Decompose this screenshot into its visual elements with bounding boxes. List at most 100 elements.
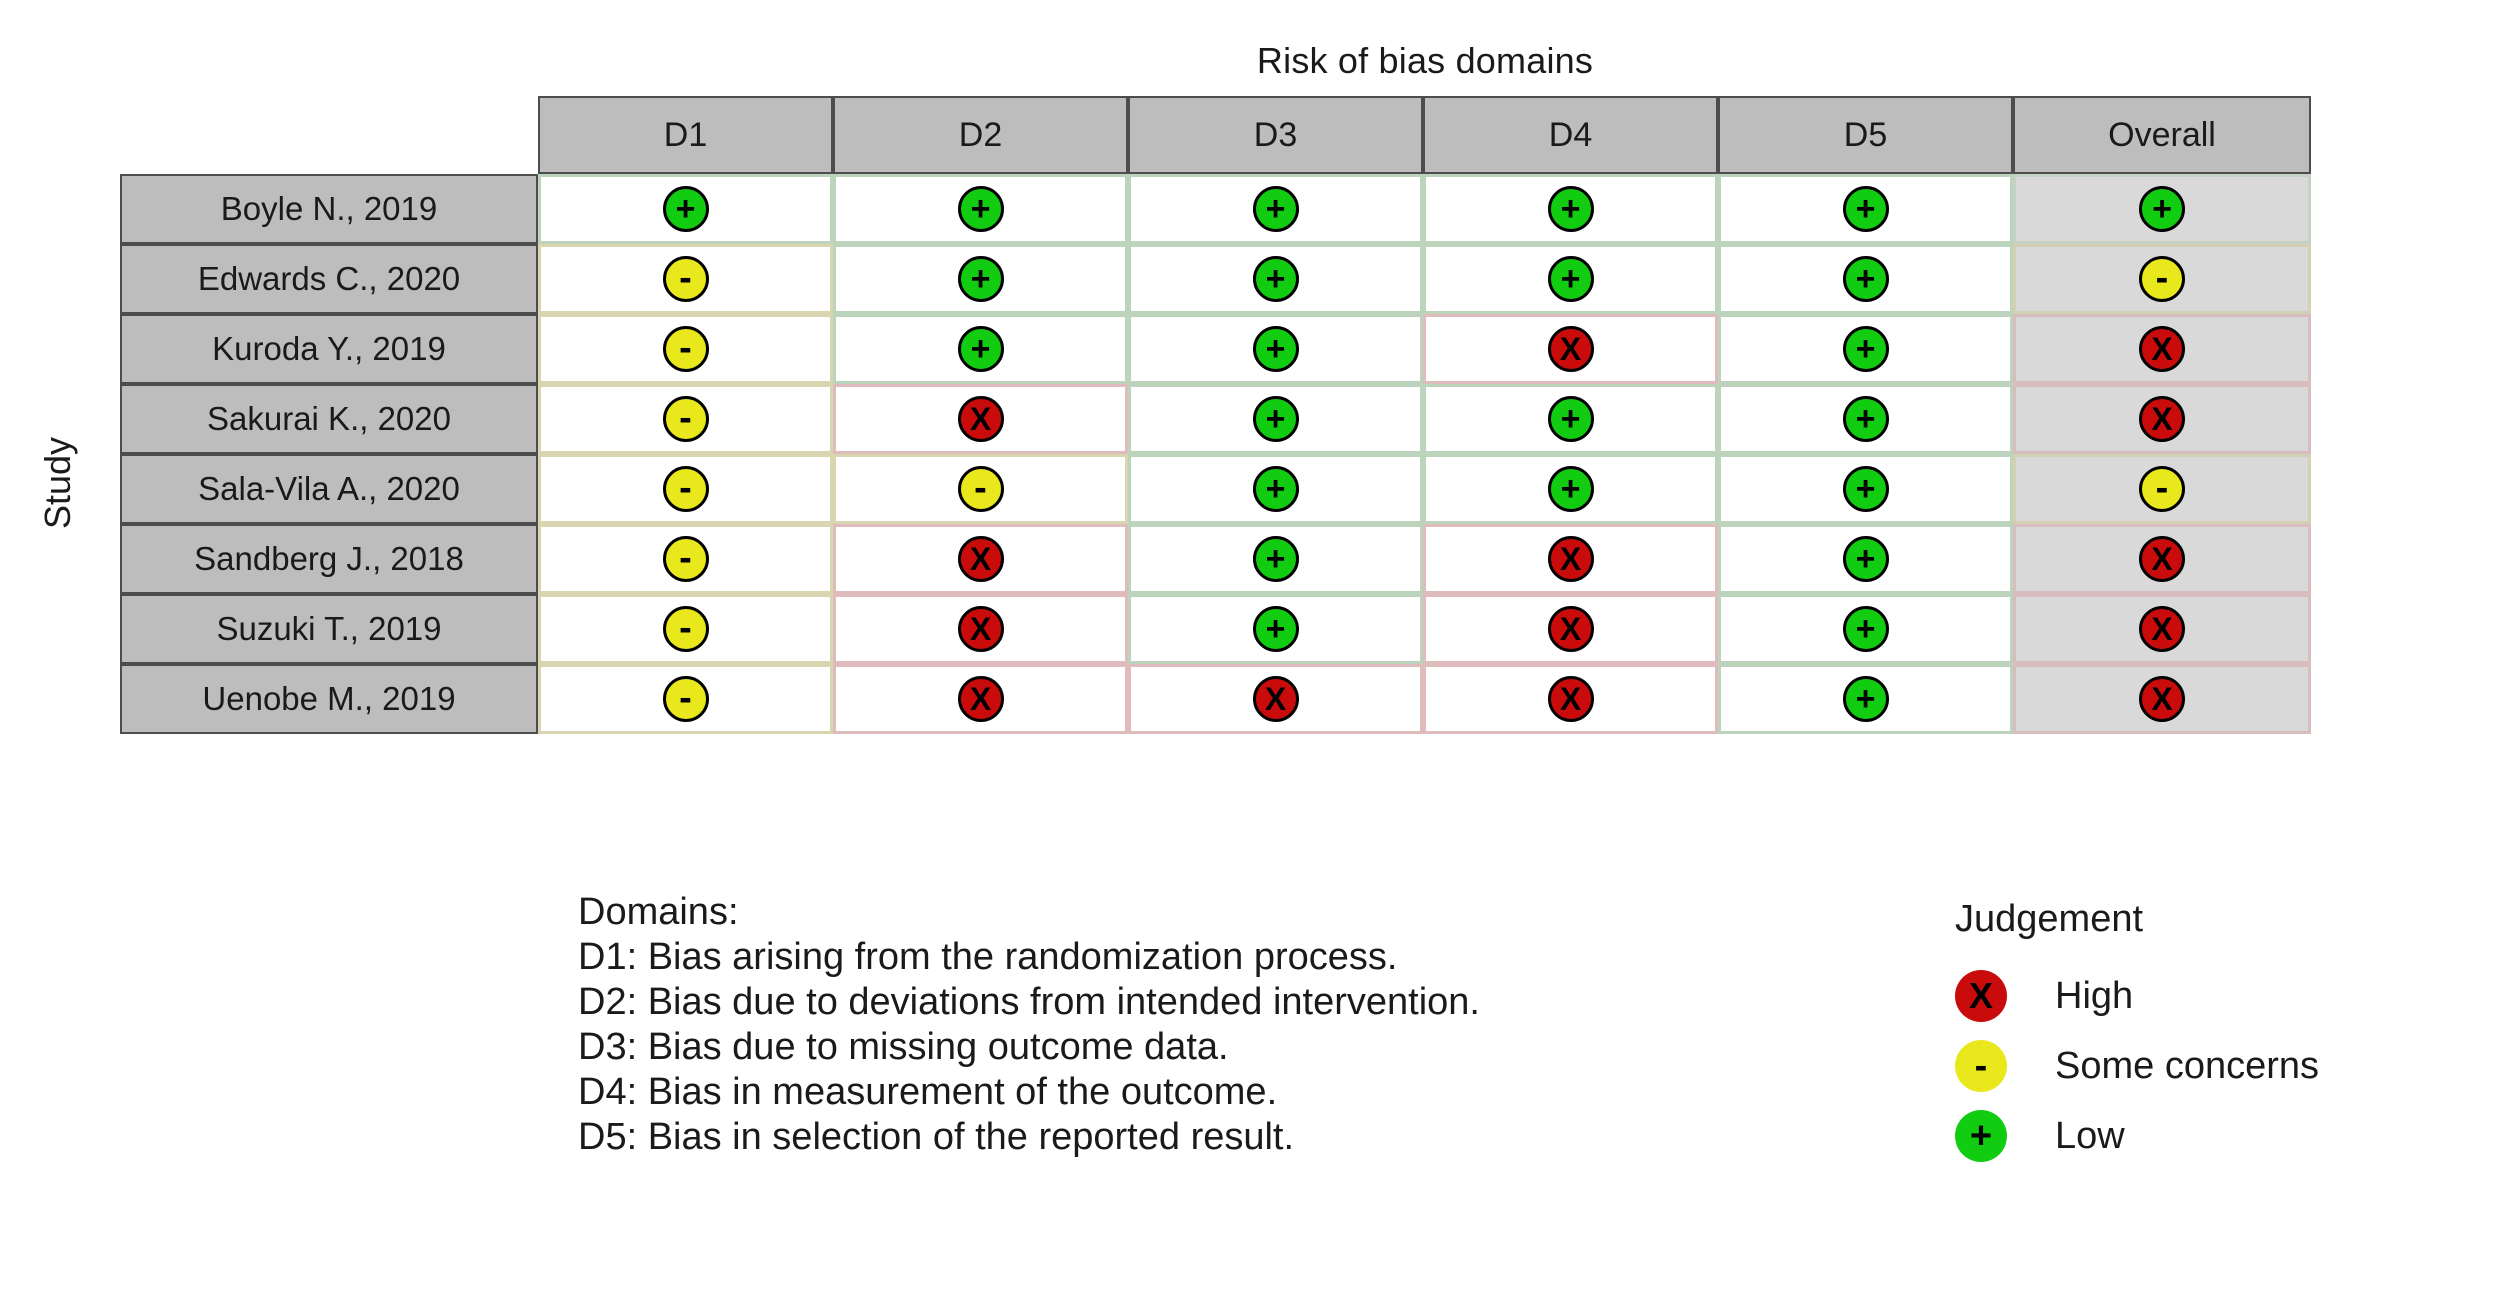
judgement-symbol: + xyxy=(1265,470,1286,508)
study-label: Suzuki T., 2019 xyxy=(120,594,538,664)
judgement-symbol: + xyxy=(1855,610,1876,648)
judgement-some-icon: - xyxy=(957,466,1004,512)
judgement-symbol: X xyxy=(969,541,992,577)
judgement-symbol: + xyxy=(1265,400,1286,438)
judgement-cell-overall: - xyxy=(2013,244,2311,314)
judgement-cell-d1: - xyxy=(538,524,833,594)
column-header-d5: D5 xyxy=(1718,96,2013,174)
judgement-some-icon: - xyxy=(662,676,709,722)
judgement-high-icon: X xyxy=(957,606,1004,652)
judgement-cell-overall: X xyxy=(2013,664,2311,734)
judgement-some-icon: - xyxy=(662,256,709,302)
judgement-symbol: X xyxy=(2151,331,2173,367)
judgement-legend-item: +Low xyxy=(1955,1101,2319,1171)
judgement-symbol: X xyxy=(1559,331,1582,367)
judgement-low-icon: + xyxy=(1252,536,1299,582)
judgement-low-icon: + xyxy=(1252,466,1299,512)
judgement-symbol: + xyxy=(1855,190,1876,228)
judgement-cell-d4: X xyxy=(1423,524,1718,594)
study-label: Sala-Vila A., 2020 xyxy=(120,454,538,524)
header-corner-blank xyxy=(120,96,538,174)
judgement-symbol: X xyxy=(2151,541,2173,577)
table-row: Suzuki T., 2019 - X + X + X xyxy=(120,594,2311,664)
judgement-symbol: + xyxy=(1265,260,1286,298)
judgement-cell-d3: + xyxy=(1128,174,1423,244)
judgement-cell-d1: - xyxy=(538,664,833,734)
judgement-low-icon: + xyxy=(1842,466,1889,512)
judgement-low-icon: + xyxy=(2139,186,2185,232)
column-header-d1: D1 xyxy=(538,96,833,174)
judgement-cell-d3: + xyxy=(1128,244,1423,314)
judgement-cell-d5: + xyxy=(1718,594,2013,664)
judgement-some-icon: - xyxy=(1955,1040,2007,1092)
domains-legend: Domains: D1: Bias arising from the rando… xyxy=(578,890,1480,1160)
table-row: Edwards C., 2020 - + + + + - xyxy=(120,244,2311,314)
column-header-d3: D3 xyxy=(1128,96,1423,174)
judgement-low-icon: + xyxy=(1252,396,1299,442)
judgement-symbol: + xyxy=(1560,260,1581,298)
judgement-low-icon: + xyxy=(1547,396,1594,442)
judgement-legend-label: Some concerns xyxy=(2055,1044,2320,1087)
study-label: Boyle N., 2019 xyxy=(120,174,538,244)
judgement-symbol: X xyxy=(1264,681,1287,717)
study-label: Edwards C., 2020 xyxy=(120,244,538,314)
judgement-symbol: + xyxy=(1855,260,1876,298)
judgement-cell-d4: + xyxy=(1423,244,1718,314)
judgement-symbol: - xyxy=(679,607,692,649)
judgement-symbol: X xyxy=(2151,401,2173,437)
table-row: Sandberg J., 2018-X+X+X xyxy=(120,524,2311,594)
table-row: Sakurai K., 2020-X+++X xyxy=(120,384,2311,454)
judgement-symbol: + xyxy=(1855,470,1876,508)
judgement-symbol: - xyxy=(679,397,692,439)
judgement-symbol: + xyxy=(1855,400,1876,438)
judgement-low-icon: + xyxy=(957,256,1004,302)
y-axis-label: Study xyxy=(37,436,78,530)
judgement-low-icon: + xyxy=(1252,606,1299,652)
judgement-cell-d5: + xyxy=(1718,384,2013,454)
judgement-low-icon: + xyxy=(662,186,709,232)
judgement-cell-d1: - xyxy=(538,594,833,664)
judgement-high-icon: X xyxy=(2139,396,2185,442)
judgement-cell-d2: + xyxy=(833,314,1128,384)
judgement-cell-d3: + xyxy=(1128,524,1423,594)
domains-legend-line: D5: Bias in selection of the reported re… xyxy=(578,1116,1295,1159)
judgement-cell-d5: + xyxy=(1718,314,2013,384)
judgement-some-icon: - xyxy=(662,606,709,652)
column-header-d4: D4 xyxy=(1423,96,1718,174)
judgement-symbol: X xyxy=(1559,611,1582,647)
judgement-symbol: + xyxy=(1265,610,1286,648)
judgement-cell-d1: - xyxy=(538,244,833,314)
judgement-legend-key: - xyxy=(1955,1040,2055,1092)
judgement-cell-d1: - xyxy=(538,314,833,384)
judgement-cell-d1: - xyxy=(538,384,833,454)
judgement-symbol: + xyxy=(1265,540,1286,578)
judgement-cell-d5: + xyxy=(1718,524,2013,594)
judgement-symbol: + xyxy=(970,260,991,298)
judgement-some-icon: - xyxy=(662,396,709,442)
judgement-cell-d4: + xyxy=(1423,384,1718,454)
judgement-low-icon: + xyxy=(1842,536,1889,582)
judgement-cell-d4: X xyxy=(1423,594,1718,664)
judgement-high-icon: X xyxy=(2139,606,2185,652)
judgement-symbol: X xyxy=(969,401,992,437)
judgement-cell-d5: + xyxy=(1718,454,2013,524)
judgement-low-icon: + xyxy=(957,326,1004,372)
judgement-some-icon: - xyxy=(662,326,709,372)
judgement-low-icon: + xyxy=(1842,326,1889,372)
judgement-legend-label: High xyxy=(2055,974,2134,1017)
judgement-low-icon: + xyxy=(957,186,1004,232)
judgement-symbol: + xyxy=(1855,680,1876,718)
judgement-cell-overall: X xyxy=(2013,524,2311,594)
table-row: Sala-Vila A., 2020--+++- xyxy=(120,454,2311,524)
judgement-symbol: + xyxy=(1560,190,1581,228)
judgement-cell-d4: X xyxy=(1423,664,1718,734)
judgement-low-icon: + xyxy=(1842,396,1889,442)
judgement-symbol: + xyxy=(1560,470,1581,508)
judgement-legend-key: + xyxy=(1955,1110,2055,1162)
judgement-high-icon: X xyxy=(957,676,1004,722)
